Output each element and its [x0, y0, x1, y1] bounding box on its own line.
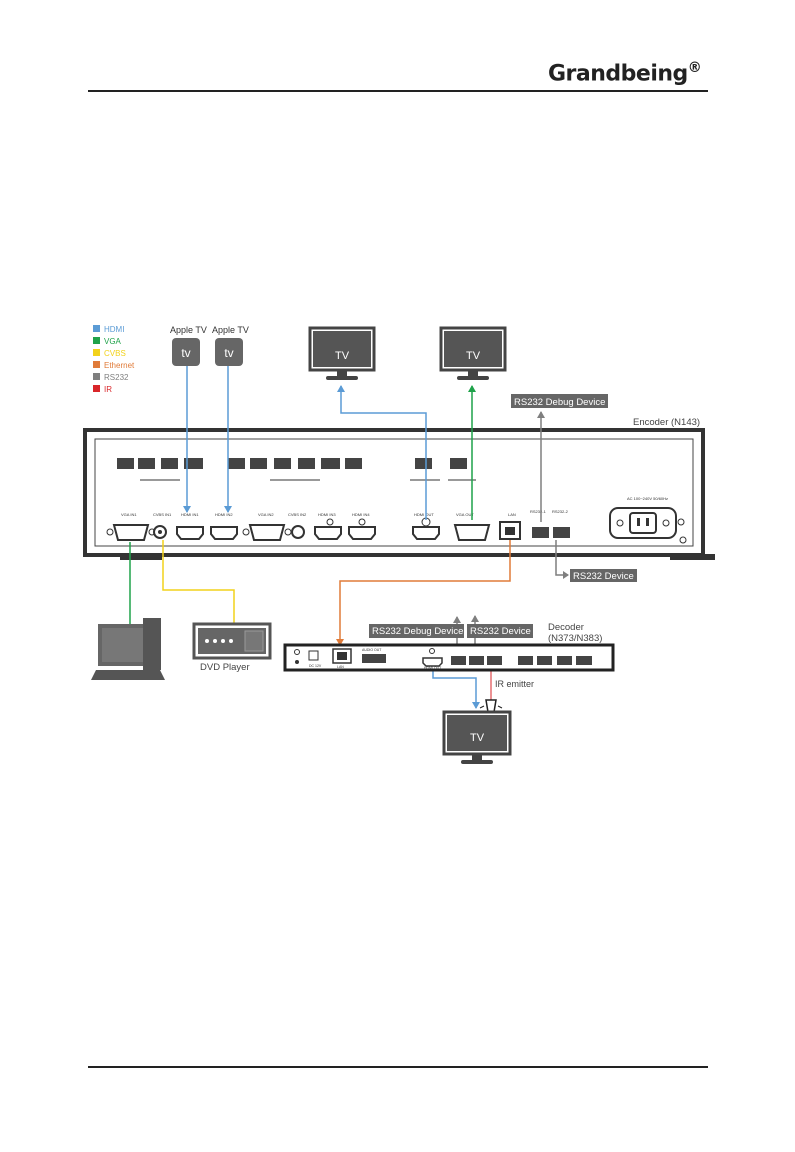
brand-name: Grandbeing: [548, 61, 688, 87]
apple-tv-2-icon: tv: [215, 338, 243, 366]
apple-tv-1-icon: tv: [172, 338, 200, 366]
arrowheads: [183, 385, 569, 709]
encoder-label: Encoder (N143): [633, 417, 700, 428]
rs232-device-decoder-box: [467, 624, 533, 638]
legend-label-ir: IR: [104, 385, 112, 394]
footer-rule: [88, 1066, 708, 1068]
apple-tv-1-glyph: tv: [181, 346, 190, 360]
encoder-ports: [106, 507, 687, 544]
rs232-device-right-label: RS232 Device: [573, 571, 634, 582]
hdmi-in4-port: [348, 526, 376, 540]
legend-label-hdmi: HDMI: [104, 325, 124, 334]
legend-item-rs232: RS232: [93, 373, 129, 382]
ethernet-cable: [339, 540, 511, 645]
vga-in2-port: [248, 524, 286, 541]
header-rule: [88, 90, 708, 92]
ac-label: AC 100~240V 50/60Hz: [627, 496, 668, 501]
rs232-debug-decoder-label: RS232 Debug Device: [372, 626, 463, 637]
hdmi-in3-label: HDMI IN3: [318, 512, 336, 517]
legend-label-vga: VGA: [104, 337, 122, 346]
decoder-label-line1: Decoder: [548, 622, 584, 633]
decoder-audio-out-label: AUDIO OUT: [362, 648, 382, 652]
vga-out-port: [453, 524, 491, 541]
hdmi-in2-label: HDMI IN2: [215, 512, 233, 517]
encoder-port-labels: VGA IN1 CVBS IN1 HDMI IN1 HDMI IN2 VGA I…: [121, 496, 668, 517]
encoder-terminal-blocks: [117, 458, 476, 481]
legend: HDMI VGA CVBS Ethernet RS232 IR: [93, 325, 135, 394]
legend-item-ir: IR: [93, 385, 112, 394]
tv3-label: TV: [470, 732, 485, 744]
cvbs-cable-dvd: [162, 540, 235, 625]
rs232-1-port: [532, 527, 549, 538]
dvd-player-icon: [192, 622, 272, 660]
cables: [129, 366, 568, 708]
tv1-label: TV: [335, 350, 350, 362]
lan-label: LAN: [508, 512, 516, 517]
hdmi-out-label: HDMI OUT: [414, 512, 434, 517]
decoder-label-line2: (N373/N383): [548, 633, 602, 644]
legend-label-rs232: RS232: [104, 373, 129, 382]
hdmi-cable-tv1: [340, 386, 427, 520]
vga-in2-label: VGA IN2: [258, 512, 274, 517]
decoder-lan-label: LAN: [337, 665, 344, 669]
tv2-label: TV: [466, 350, 481, 362]
decoder-hdmi-out-port: [422, 657, 443, 667]
tv3-monitor: TV: [442, 710, 512, 764]
legend-label-ethernet: Ethernet: [104, 361, 135, 370]
legend-label-cvbs: CVBS: [104, 349, 126, 358]
rs232-device-right-box: [570, 569, 637, 582]
rs232-2-port: [553, 527, 570, 538]
decoder-hdmi-out-label: HDMI OUT: [424, 666, 442, 670]
apple-tv-2-glyph: tv: [224, 346, 233, 360]
vga-in1-port: [112, 524, 150, 541]
decoder-dc-label: DC 12V: [309, 664, 322, 668]
legend-item-hdmi: HDMI: [93, 325, 124, 334]
registered-mark: ®: [687, 60, 702, 76]
ir-emitter-label: IR emitter: [495, 679, 534, 689]
hdmi-out-port: [412, 526, 440, 540]
dvd-player-label: DVD Player: [200, 662, 250, 673]
rs232-debug-top-box: [511, 394, 608, 408]
tv1-monitor: TV: [308, 326, 376, 380]
decoder-port-labels: DC 12V LAN AUDIO OUT HDMI OUT: [309, 648, 442, 670]
hdmi-in1-port: [176, 526, 204, 540]
rs232-2-label: RS232-2: [552, 509, 569, 514]
legend-item-vga: VGA: [93, 337, 122, 346]
cvbs-in2-label: CVBS IN2: [288, 512, 307, 517]
tv2-monitor: TV: [439, 326, 507, 380]
decoder-chassis: [283, 643, 615, 672]
vga-out-label: VGA OUT: [456, 512, 474, 517]
rs232-debug-top-label: RS232 Debug Device: [514, 397, 605, 408]
cvbs-in2-port: [291, 525, 305, 539]
hdmi-in3-port: [314, 526, 342, 540]
cvbs-in1-label: CVBS IN1: [153, 512, 172, 517]
vga-in1-label: VGA IN1: [121, 512, 137, 517]
rs232-debug-decoder-box: [369, 624, 464, 638]
hdmi-in4-label: HDMI IN4: [352, 512, 370, 517]
rs232-device-decoder-label: RS232 Device: [470, 626, 531, 637]
legend-item-ethernet: Ethernet: [93, 361, 135, 370]
encoder-chassis: [83, 428, 715, 560]
rs232-1-label: RS232-1: [530, 509, 547, 514]
hdmi-cable-tv3: [432, 666, 477, 708]
apple-tv-2-label: Apple TV: [212, 325, 249, 335]
hdmi-in1-label: HDMI IN1: [181, 512, 199, 517]
brand-logo: Grandbeing®: [548, 60, 702, 87]
hdmi-in2-port: [210, 526, 238, 540]
pc-icon: [91, 618, 165, 680]
legend-item-cvbs: CVBS: [93, 349, 126, 358]
apple-tv-1-label: Apple TV: [170, 325, 207, 335]
